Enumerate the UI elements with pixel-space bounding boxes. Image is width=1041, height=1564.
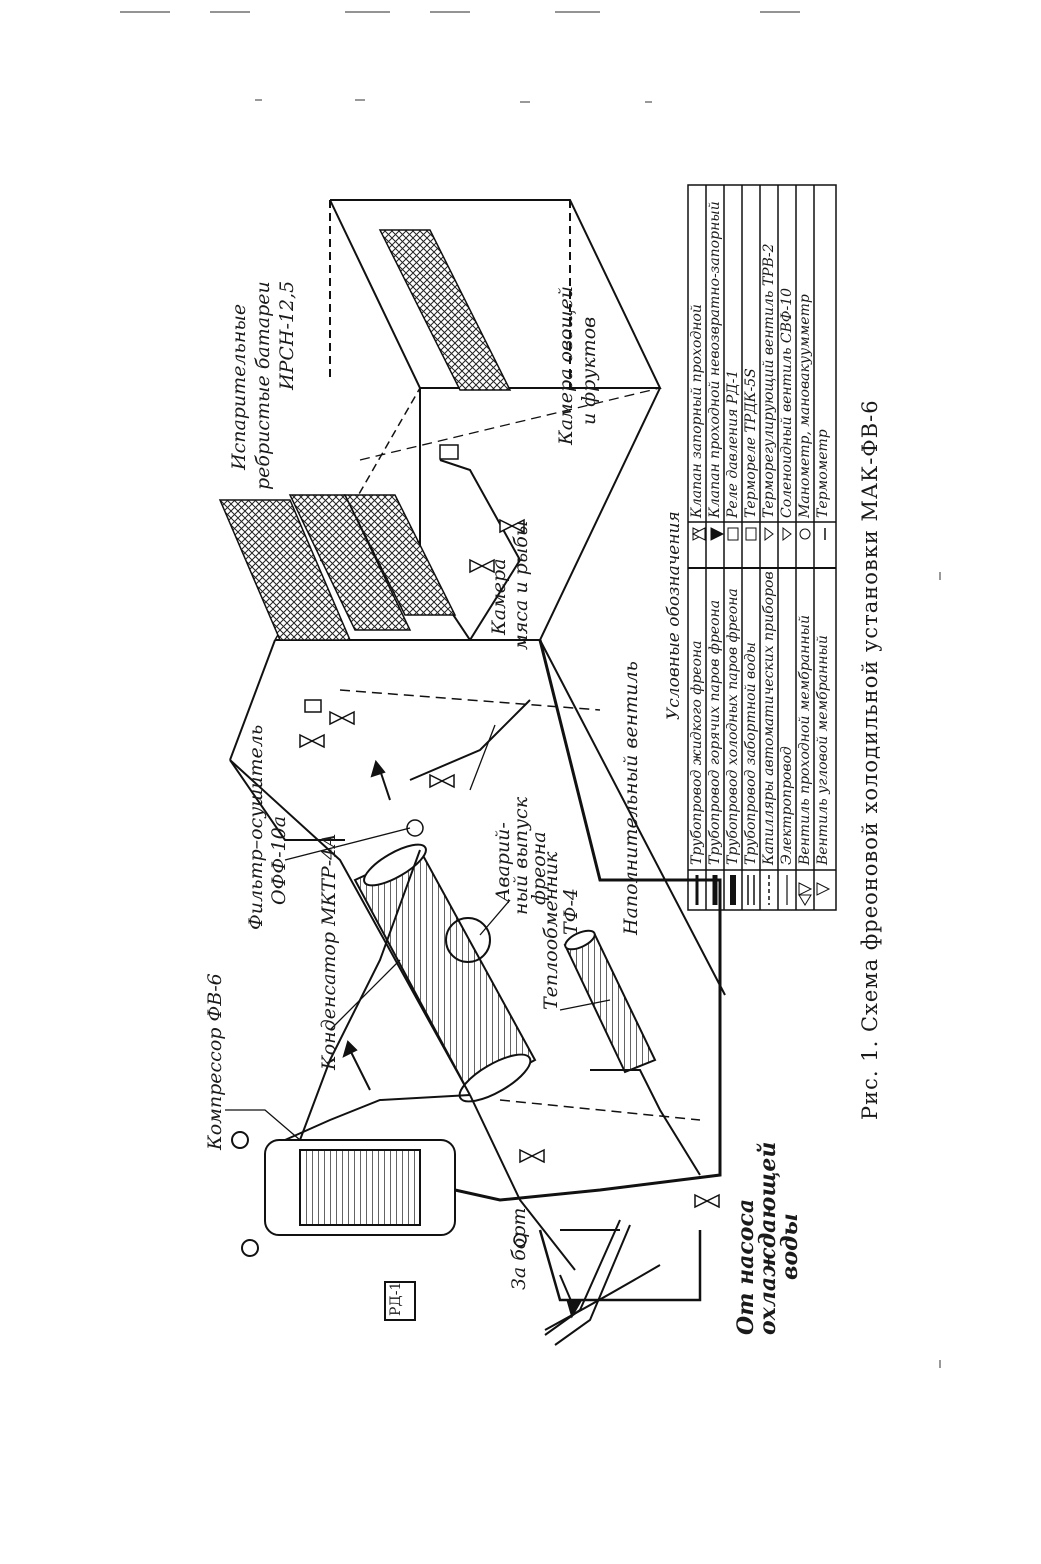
legend-item-electric-wire: Электропровод <box>779 746 795 865</box>
label-compressor: Компрессор ФВ-6 <box>204 973 226 1150</box>
compressor <box>231 1131 456 1321</box>
legend-item-through-valve: Вентиль проходной мембранный <box>797 614 813 865</box>
label-heat-exchanger-model: ТФ-4 <box>560 888 582 935</box>
legend-item-pressure-relay: Реле давления РД-1 <box>725 369 741 518</box>
label-filter-dryer-model: ОФФ-10а <box>268 815 290 905</box>
flow-arrows <box>342 759 582 1319</box>
legend-item-check-valve: Клапан проходной невозвратно-запорный <box>707 201 723 518</box>
legend-item-solenoid-valve: Соленоидный вентиль СВФ-10 <box>779 287 795 518</box>
leader-lines <box>225 724 611 1141</box>
legend-item-liquid-freon: Трубопровод жидкого фреона <box>689 640 705 865</box>
legend-item-thermo-relay: Термореле ТРДК-5S <box>743 368 759 518</box>
legend-item-hot-vapor: Трубопровод горячих паров фреона <box>707 599 723 865</box>
label-filter-dryer-name: Фильтр–осушитель <box>245 724 267 930</box>
heat-exchanger <box>563 929 657 1074</box>
valves <box>299 518 720 1209</box>
legend-item-capillaries: Капилляры автоматических приборов <box>761 571 777 865</box>
legend-item-angle-valve: Вентиль угловой мембранный <box>815 635 831 865</box>
legend-item-cold-vapor: Трубопровод холодных паров фреона <box>725 588 741 865</box>
label-heat-exchanger-name: Теплообменник <box>540 851 562 1010</box>
label-evaporator-3: ИРСН-12,5 <box>276 280 298 390</box>
label-meat-chamber-1: Камера <box>488 558 510 635</box>
label-veg-chamber-2: и фруктов <box>578 316 600 425</box>
label-evaporator-1: Испарительные <box>228 303 250 470</box>
label-veg-chamber-1: Камера овощей <box>555 286 577 445</box>
label-fill-valve: Наполнительный вентиль <box>620 661 642 935</box>
evaporator-batteries <box>218 229 512 641</box>
legend-item-shutoff-valve: Клапан запорный проходной <box>689 304 705 518</box>
label-evaporator-2: ребристые батареи <box>252 281 274 490</box>
legend-item-thermometer: Термометр <box>815 429 831 518</box>
condenser <box>353 843 537 1103</box>
legend-item-manometer: Манометр, мановакуумметр <box>797 294 813 518</box>
label-condenser: Конденсатор МКТР-4А <box>318 833 340 1070</box>
figure-caption: Рис. 1. Схема фреоновой холодильной уста… <box>858 399 882 1120</box>
instruments <box>304 444 527 1247</box>
label-relay-box: РД-1 <box>388 1281 404 1316</box>
label-meat-chamber-2: мяса и рыбы <box>510 520 532 650</box>
scan-artefacts <box>120 11 941 1368</box>
label-overboard: За борт <box>508 1207 530 1290</box>
pipelines <box>229 459 722 1346</box>
label-pump-3: воды <box>777 1213 803 1280</box>
legend-item-sea-water: Трубопровод забортной воды <box>743 642 759 865</box>
legend-item-thermo-valve: Терморегулирующий вентиль ТРВ-2 <box>761 243 777 518</box>
legend-title: Условные обозначения <box>664 511 684 720</box>
